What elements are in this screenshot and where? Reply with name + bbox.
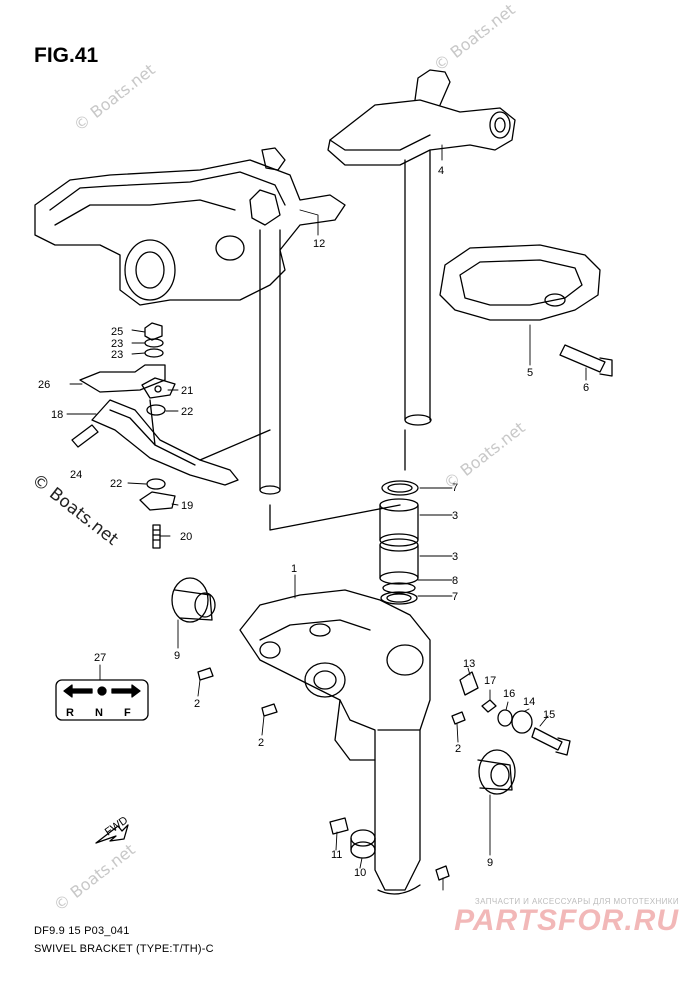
- callout-12: 12: [313, 238, 325, 250]
- part-20-stud: [152, 524, 161, 549]
- part-7-ring-lower: [380, 591, 418, 605]
- callout-22-lower: 22: [110, 478, 122, 490]
- callout-13: 13: [463, 658, 475, 670]
- callout-14: 14: [523, 696, 535, 708]
- callout-labels: 1 2 2 2 3 3 4 5 6 7 7 8 9 9 10 11 12 13 …: [38, 165, 589, 879]
- part-12-clamp-bracket: [34, 147, 346, 495]
- part-1-swivel-bracket: [239, 589, 431, 895]
- part-15-bolt: [531, 727, 571, 756]
- part-27-direction-plate: [55, 679, 149, 721]
- plate-letter-r: R: [66, 707, 74, 719]
- part-3-bushing-lower: [379, 538, 419, 585]
- callout-4: 4: [438, 165, 444, 177]
- callout-26: 26: [38, 379, 50, 391]
- callout-7-upper: 7: [452, 482, 458, 494]
- part-4-steering-bracket: [327, 69, 516, 426]
- part-5-tilt-lever: [439, 244, 601, 321]
- callout-9-right: 9: [487, 857, 493, 869]
- callout-15: 15: [543, 709, 555, 721]
- part-8-ring: [382, 582, 416, 594]
- partsfor-logo: ЗАПЧАСТИ И АКСЕССУАРЫ ДЛЯ МОТОТЕХНИКИ PA…: [454, 897, 679, 936]
- part-25-nut: [144, 322, 163, 341]
- brand-name: PARTSFOR.RU: [454, 904, 679, 937]
- callout-22-upper: 22: [181, 406, 193, 418]
- callout-2-left: 2: [194, 698, 200, 710]
- callout-7-lower: 7: [452, 591, 458, 603]
- callout-27: 27: [94, 652, 106, 664]
- callout-2-right: 2: [455, 743, 461, 755]
- callout-1: 1: [291, 563, 297, 575]
- callout-18: 18: [51, 409, 63, 421]
- part-7-ring-upper: [381, 480, 419, 496]
- callout-23-upper: 23: [111, 338, 123, 350]
- assembly-lines: [269, 429, 406, 531]
- brand-tagline: ЗАПЧАСТИ И АКСЕССУАРЫ ДЛЯ МОТОТЕХНИКИ: [474, 897, 679, 906]
- callout-10: 10: [354, 867, 366, 879]
- plate-letter-f: F: [124, 707, 131, 719]
- callout-17: 17: [484, 675, 496, 687]
- part-18-lock-arm: [91, 399, 271, 486]
- part-2-screw-bottom: [435, 865, 450, 881]
- callout-25: 25: [111, 326, 123, 338]
- callout-2-middle: 2: [258, 737, 264, 749]
- callout-21: 21: [181, 385, 193, 397]
- part-6-bolt: [559, 344, 613, 377]
- part-2-screws: [197, 667, 466, 725]
- part-26-plate: [79, 364, 166, 393]
- part-9-collar-right: [477, 749, 516, 795]
- callout-9-left: 9: [174, 650, 180, 662]
- part-10-bush: [350, 829, 376, 859]
- part-21-spring-plate: [141, 377, 176, 399]
- part-9-collar-left: [171, 577, 216, 623]
- leader-lines: [66, 144, 587, 891]
- part-13-clip: [459, 671, 479, 696]
- callout-8: 8: [452, 575, 458, 587]
- part-22-washer: [146, 404, 166, 490]
- callout-3-upper: 3: [452, 510, 458, 522]
- fwd-arrow-icon: FWD: [95, 814, 130, 844]
- plate-letter-n: N: [95, 707, 103, 719]
- callout-16: 16: [503, 688, 515, 700]
- callout-3-lower: 3: [452, 551, 458, 563]
- direction-plate-letters: R N F: [66, 707, 131, 719]
- part-17-spring: [481, 699, 497, 713]
- callout-23-lower: 23: [111, 349, 123, 361]
- part-3-bushing-upper: [379, 498, 419, 547]
- callout-11: 11: [331, 849, 342, 861]
- figure-title: FIG.41: [34, 44, 99, 67]
- part-19-plate: [139, 491, 176, 511]
- callout-19: 19: [181, 500, 193, 512]
- part-14-knob: [511, 710, 533, 734]
- callout-5: 5: [527, 367, 533, 379]
- part-23-washer: [144, 338, 164, 358]
- callout-20: 20: [180, 531, 192, 543]
- part-11-bolt: [329, 817, 349, 835]
- part-24-bolt: [71, 424, 99, 448]
- footer-caption: SWIVEL BRACKET (TYPE:T/TH)-C: [34, 943, 214, 955]
- callout-24: 24: [70, 469, 82, 481]
- callout-6: 6: [583, 382, 589, 394]
- part-16-washer: [497, 709, 513, 727]
- footer-code: DF9.9 15 P03_041: [34, 925, 130, 937]
